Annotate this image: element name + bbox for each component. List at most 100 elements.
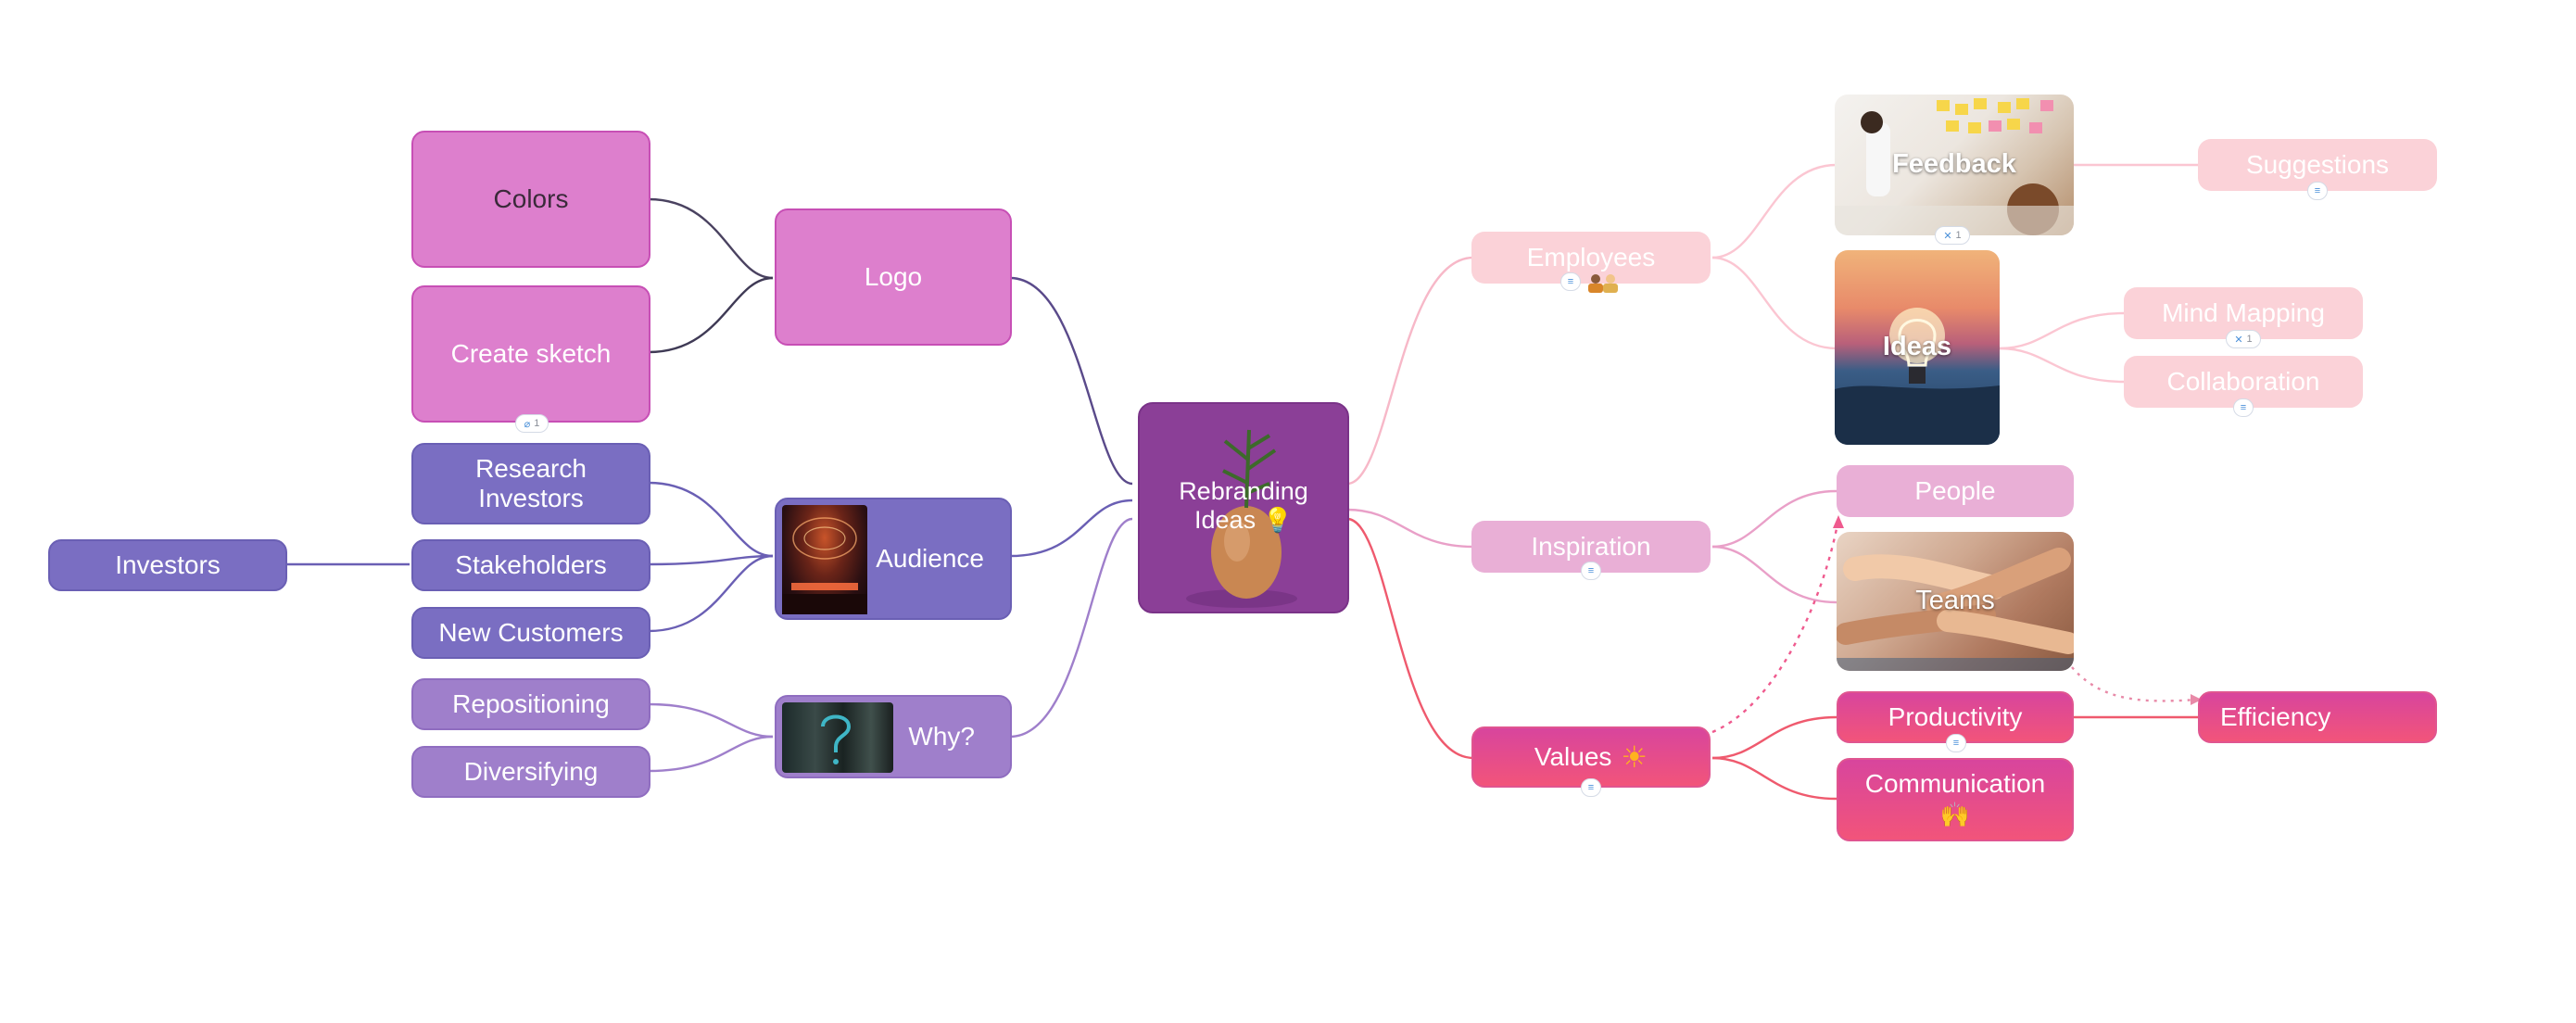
- note-icon: ≡: [2314, 185, 2321, 196]
- feedback-link-badge[interactable]: ✕ 1: [1935, 226, 1970, 245]
- note-icon: ≡: [1952, 738, 1960, 749]
- link-inspiration-people: [1711, 489, 1837, 549]
- topic-stakeholders-label: Stakeholders: [455, 549, 607, 579]
- topic-stakeholders[interactable]: Stakeholders: [411, 539, 650, 591]
- topic-communication[interactable]: Communication 🙌: [1837, 758, 2074, 841]
- mind-mapping-link-badge[interactable]: ✕ 1: [2226, 330, 2261, 348]
- topic-inspiration[interactable]: Inspiration: [1471, 521, 1711, 573]
- crosslink-arrow-people: [1833, 515, 1844, 528]
- crosslink-arrow-efficiency: [2191, 694, 2202, 705]
- crosslink-teams-efficiency: [2071, 666, 2199, 702]
- topic-new-customers[interactable]: New Customers: [411, 607, 650, 659]
- productivity-note-badge[interactable]: ≡: [1946, 734, 1966, 752]
- note-icon: ≡: [1567, 276, 1574, 287]
- topic-communication-label: Communication: [1864, 768, 2046, 798]
- mind-mapping-link-count: 1: [2246, 334, 2253, 345]
- link-logo-colors: [648, 197, 774, 280]
- suggestions-note-badge[interactable]: ≡: [2307, 182, 2328, 200]
- link-center-logo: [1009, 276, 1133, 486]
- topic-audience[interactable]: Audience: [775, 498, 1012, 620]
- topic-employees[interactable]: Employees: [1471, 232, 1711, 284]
- link-values-productivity: [1711, 715, 1837, 760]
- topic-research-investors[interactable]: Research Investors: [411, 443, 650, 524]
- note-icon: ≡: [2240, 402, 2247, 413]
- topic-employees-label: Employees: [1526, 242, 1656, 272]
- topic-values[interactable]: Values ☀: [1471, 726, 1711, 788]
- feedback-link-count: 1: [1955, 230, 1962, 241]
- link-employees-feedback: [1711, 163, 1837, 259]
- egg-plant-illustration: [1186, 429, 1297, 608]
- topic-investors[interactable]: Investors: [48, 539, 287, 591]
- topic-research-investors-label: Research Investors: [475, 453, 587, 512]
- topic-audience-label: Audience: [876, 543, 984, 573]
- values-note-badge[interactable]: ≡: [1581, 778, 1601, 797]
- link-ideas-mindmapping: [1999, 311, 2125, 350]
- topic-logo-label: Logo: [864, 261, 923, 291]
- topic-mind-mapping-label: Mind Mapping: [2162, 297, 2325, 327]
- attachment-badge[interactable]: ⌀ 1: [515, 414, 549, 433]
- paperclip-icon: ⌀: [524, 418, 531, 430]
- topic-efficiency[interactable]: Efficiency: [2198, 691, 2437, 743]
- topic-diversifying-label: Diversifying: [463, 756, 599, 786]
- crosslink-values-people: [1711, 518, 1840, 734]
- topic-logo[interactable]: Logo: [775, 208, 1012, 346]
- topic-create-sketch-label: Create sketch: [450, 338, 612, 368]
- inspiration-note-badge[interactable]: ≡: [1581, 562, 1601, 580]
- link-center-why: [1009, 517, 1133, 739]
- topic-investors-label: Investors: [115, 549, 221, 579]
- topic-efficiency-label: Efficiency: [2220, 701, 2331, 731]
- note-icon: ≡: [1587, 565, 1595, 576]
- link-values-communication: [1711, 756, 1837, 801]
- link-why-diversifying: [648, 735, 774, 773]
- topic-suggestions-label: Suggestions: [2245, 149, 2390, 179]
- topic-repositioning[interactable]: Repositioning: [411, 678, 650, 730]
- link-center-employees: [1346, 256, 1474, 486]
- link-center-inspiration: [1346, 508, 1474, 549]
- link-ideas-collaboration: [1999, 347, 2125, 384]
- link-center-values: [1346, 517, 1474, 760]
- people-working-icon: [1586, 272, 1620, 293]
- concert-image: [782, 505, 867, 614]
- link-logo-sketch: [648, 276, 774, 354]
- topic-why-label: Why?: [908, 721, 975, 751]
- topic-collaboration-label: Collaboration: [2166, 366, 2320, 396]
- topic-people[interactable]: People: [1837, 465, 2074, 517]
- connection-icon: ✕: [2234, 334, 2243, 346]
- question-mark-icon: [821, 714, 852, 764]
- topic-values-label: Values: [1534, 741, 1612, 771]
- topic-diversifying[interactable]: Diversifying: [411, 746, 650, 798]
- link-audience-stakeholders: [648, 554, 774, 566]
- forest-question-image: [782, 702, 893, 773]
- topic-colors[interactable]: Colors: [411, 131, 650, 268]
- topic-colors-label: Colors: [493, 183, 569, 213]
- link-employees-ideas: [1711, 256, 1837, 350]
- topic-feedback[interactable]: Feedback: [1835, 95, 2074, 235]
- stacked-hands-image: [1837, 548, 2074, 671]
- topic-productivity-label: Productivity: [1888, 701, 2023, 731]
- lightbulb-sunset-image: [1835, 308, 2000, 445]
- topic-people-label: People: [1914, 475, 1996, 505]
- sticky-notes-wall-image: [1835, 98, 2074, 235]
- link-audience-research: [648, 481, 774, 558]
- topic-why[interactable]: Why?: [775, 695, 1012, 778]
- central-topic[interactable]: Rebranding Ideas 💡: [1138, 402, 1349, 613]
- employees-note-badge[interactable]: ≡: [1560, 272, 1581, 291]
- topic-repositioning-label: Repositioning: [452, 688, 610, 718]
- topic-new-customers-label: New Customers: [438, 617, 624, 647]
- topic-ideas[interactable]: Ideas: [1835, 250, 2000, 445]
- topic-teams[interactable]: Teams: [1837, 532, 2074, 671]
- link-center-audience: [1009, 499, 1133, 558]
- connection-icon: ✕: [1943, 230, 1952, 242]
- raised-hands-icon: 🙌: [1939, 802, 1971, 830]
- sun-icon: ☀: [1621, 739, 1648, 775]
- topic-inspiration-label: Inspiration: [1531, 531, 1651, 561]
- note-icon: ≡: [1587, 782, 1595, 793]
- link-inspiration-teams: [1711, 545, 1837, 604]
- collaboration-note-badge[interactable]: ≡: [2233, 398, 2254, 417]
- stage-lights-icon: [782, 517, 867, 614]
- topic-create-sketch[interactable]: Create sketch: [411, 285, 650, 423]
- link-audience-newcustomers: [648, 554, 774, 633]
- link-why-repositioning: [648, 702, 774, 739]
